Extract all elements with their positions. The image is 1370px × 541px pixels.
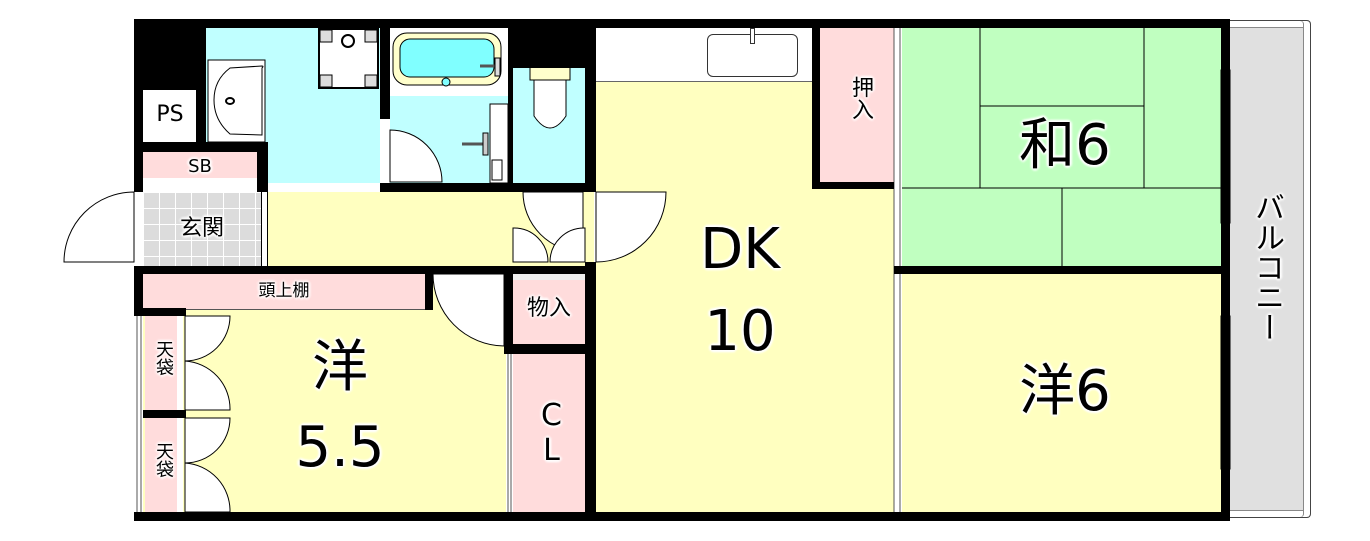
- label-ps: PS: [156, 102, 184, 127]
- shoe-box: [143, 152, 257, 184]
- wall-oshiire-bottom: [812, 182, 894, 189]
- wall-bath-left: [380, 19, 390, 119]
- oshiire-floor: [820, 28, 894, 182]
- western-room-6-floor: [902, 274, 1222, 512]
- label-dk-type: DK: [700, 217, 780, 282]
- label-western-55-size: 5.5: [295, 415, 385, 480]
- label-closet: CL: [534, 398, 569, 468]
- wall-hall-divider: [261, 192, 268, 266]
- wall-oshiire-left: [812, 19, 820, 189]
- wall-hall-bottom: [134, 266, 594, 274]
- ps-block: [143, 28, 206, 90]
- wall-wet-bottom: [380, 183, 596, 192]
- wall-dk-left: [585, 262, 596, 521]
- label-oshiire: 押入: [848, 76, 873, 120]
- label-tenbukuro-lower: 天袋: [153, 442, 174, 478]
- outer-wall-top: [134, 19, 1230, 28]
- label-balcony: バルコニー: [1249, 192, 1284, 342]
- wall-tenbukuro-mid: [143, 410, 186, 418]
- wall-bath-right: [508, 19, 513, 192]
- label-tenbukuro-upper: 天袋: [153, 340, 174, 376]
- ps-side: [196, 90, 206, 152]
- label-monoire: 物入: [526, 296, 571, 321]
- faucet: [750, 28, 755, 44]
- wall-toilet-right: [585, 19, 596, 192]
- balcony-floor: [1230, 20, 1311, 518]
- pipe-space: [144, 90, 196, 142]
- label-genkan: 玄関: [179, 216, 224, 241]
- overhead-shelf: [143, 274, 425, 310]
- label-overhead-shelf: 頭上棚: [258, 281, 310, 301]
- monoire-floor: [513, 274, 585, 344]
- label-dk-size: 10: [704, 299, 776, 364]
- tenbukuro-lower: [145, 418, 183, 512]
- wall-monoire-left: [504, 266, 513, 354]
- wall-wash-left: [257, 142, 268, 192]
- closet-floor: [513, 354, 585, 512]
- wall-wa-you-divider: [894, 266, 1222, 274]
- tatami-lines: [902, 28, 1222, 266]
- tenbukuro-upper: [145, 316, 183, 410]
- wall-monoire-bottom: [504, 344, 594, 354]
- genkan-floor: [143, 192, 261, 266]
- outer-wall-left-top: [134, 19, 143, 192]
- outer-wall-left-bottom: [134, 266, 143, 316]
- label-western-55-type: 洋: [312, 335, 368, 400]
- label-japanese-6: 和6: [1019, 113, 1111, 178]
- label-sb: SB: [188, 156, 212, 177]
- wall-tenbukuro-top: [134, 308, 186, 316]
- wall-shelf-end: [425, 274, 433, 310]
- label-western-6: 洋6: [1019, 359, 1111, 424]
- outer-wall-bottom: [134, 512, 1230, 521]
- wall-toilet-top: [508, 19, 596, 68]
- outer-wall-right: [1221, 19, 1230, 521]
- wall-sb-bottom: [143, 142, 268, 152]
